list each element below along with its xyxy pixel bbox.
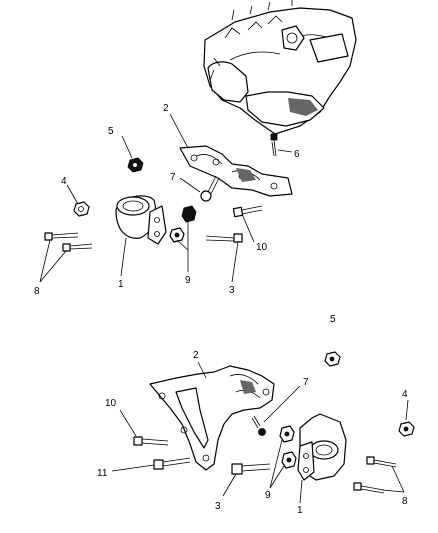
bottom-callout-4: 4 bbox=[402, 389, 408, 400]
bottom-callout-2: 2 bbox=[193, 350, 199, 361]
top-bushing-9 bbox=[169, 205, 197, 243]
top-callout-8: 8 bbox=[34, 286, 40, 297]
top-callout-2: 2 bbox=[163, 103, 169, 114]
top-callout-1: 1 bbox=[118, 279, 124, 290]
top-leaders bbox=[39, 113, 293, 283]
bottom-callout-11: 11 bbox=[97, 468, 108, 479]
top-callout-3: 3 bbox=[229, 285, 235, 296]
engine-block bbox=[203, 0, 357, 135]
top-callout-9: 9 bbox=[185, 275, 191, 286]
bottom-bolt-10 bbox=[133, 436, 169, 446]
top-bolt-3 bbox=[205, 233, 243, 243]
top-nut-5 bbox=[127, 157, 144, 173]
bottom-callout-5: 5 bbox=[330, 314, 336, 325]
top-bolt-7 bbox=[200, 175, 220, 202]
top-bolt-10 bbox=[232, 205, 263, 218]
bottom-bushing-9 bbox=[279, 425, 297, 469]
bottom-mount-1 bbox=[297, 413, 347, 481]
bottom-callout-8: 8 bbox=[402, 496, 408, 507]
bottom-callout-7: 7 bbox=[303, 377, 309, 388]
top-nut-4 bbox=[73, 201, 90, 217]
bottom-bolts-8 bbox=[353, 456, 397, 494]
bottom-callout-10: 10 bbox=[105, 398, 117, 409]
bottom-nut-4 bbox=[398, 421, 415, 437]
top-bolts-8 bbox=[44, 232, 93, 252]
bottom-bracket-2 bbox=[149, 365, 275, 471]
top-bracket-2 bbox=[179, 145, 293, 197]
top-callout-4: 4 bbox=[61, 176, 67, 187]
bottom-leaders bbox=[111, 361, 409, 504]
top-mount-1 bbox=[115, 195, 167, 245]
top-callout-6: 6 bbox=[294, 149, 300, 160]
bottom-bolt-3 bbox=[231, 463, 271, 475]
bottom-bolt-11 bbox=[153, 457, 191, 470]
bottom-callout-9: 9 bbox=[265, 490, 271, 501]
bottom-callout-3: 3 bbox=[215, 501, 221, 512]
top-callout-5: 5 bbox=[108, 126, 114, 137]
top-callout-7: 7 bbox=[170, 172, 176, 183]
bottom-nut-5 bbox=[324, 351, 341, 367]
bottom-callout-1: 1 bbox=[297, 505, 303, 516]
bottom-bolt-7 bbox=[251, 415, 266, 436]
top-callout-10: 10 bbox=[256, 242, 268, 253]
top-bolt-6 bbox=[270, 133, 278, 157]
